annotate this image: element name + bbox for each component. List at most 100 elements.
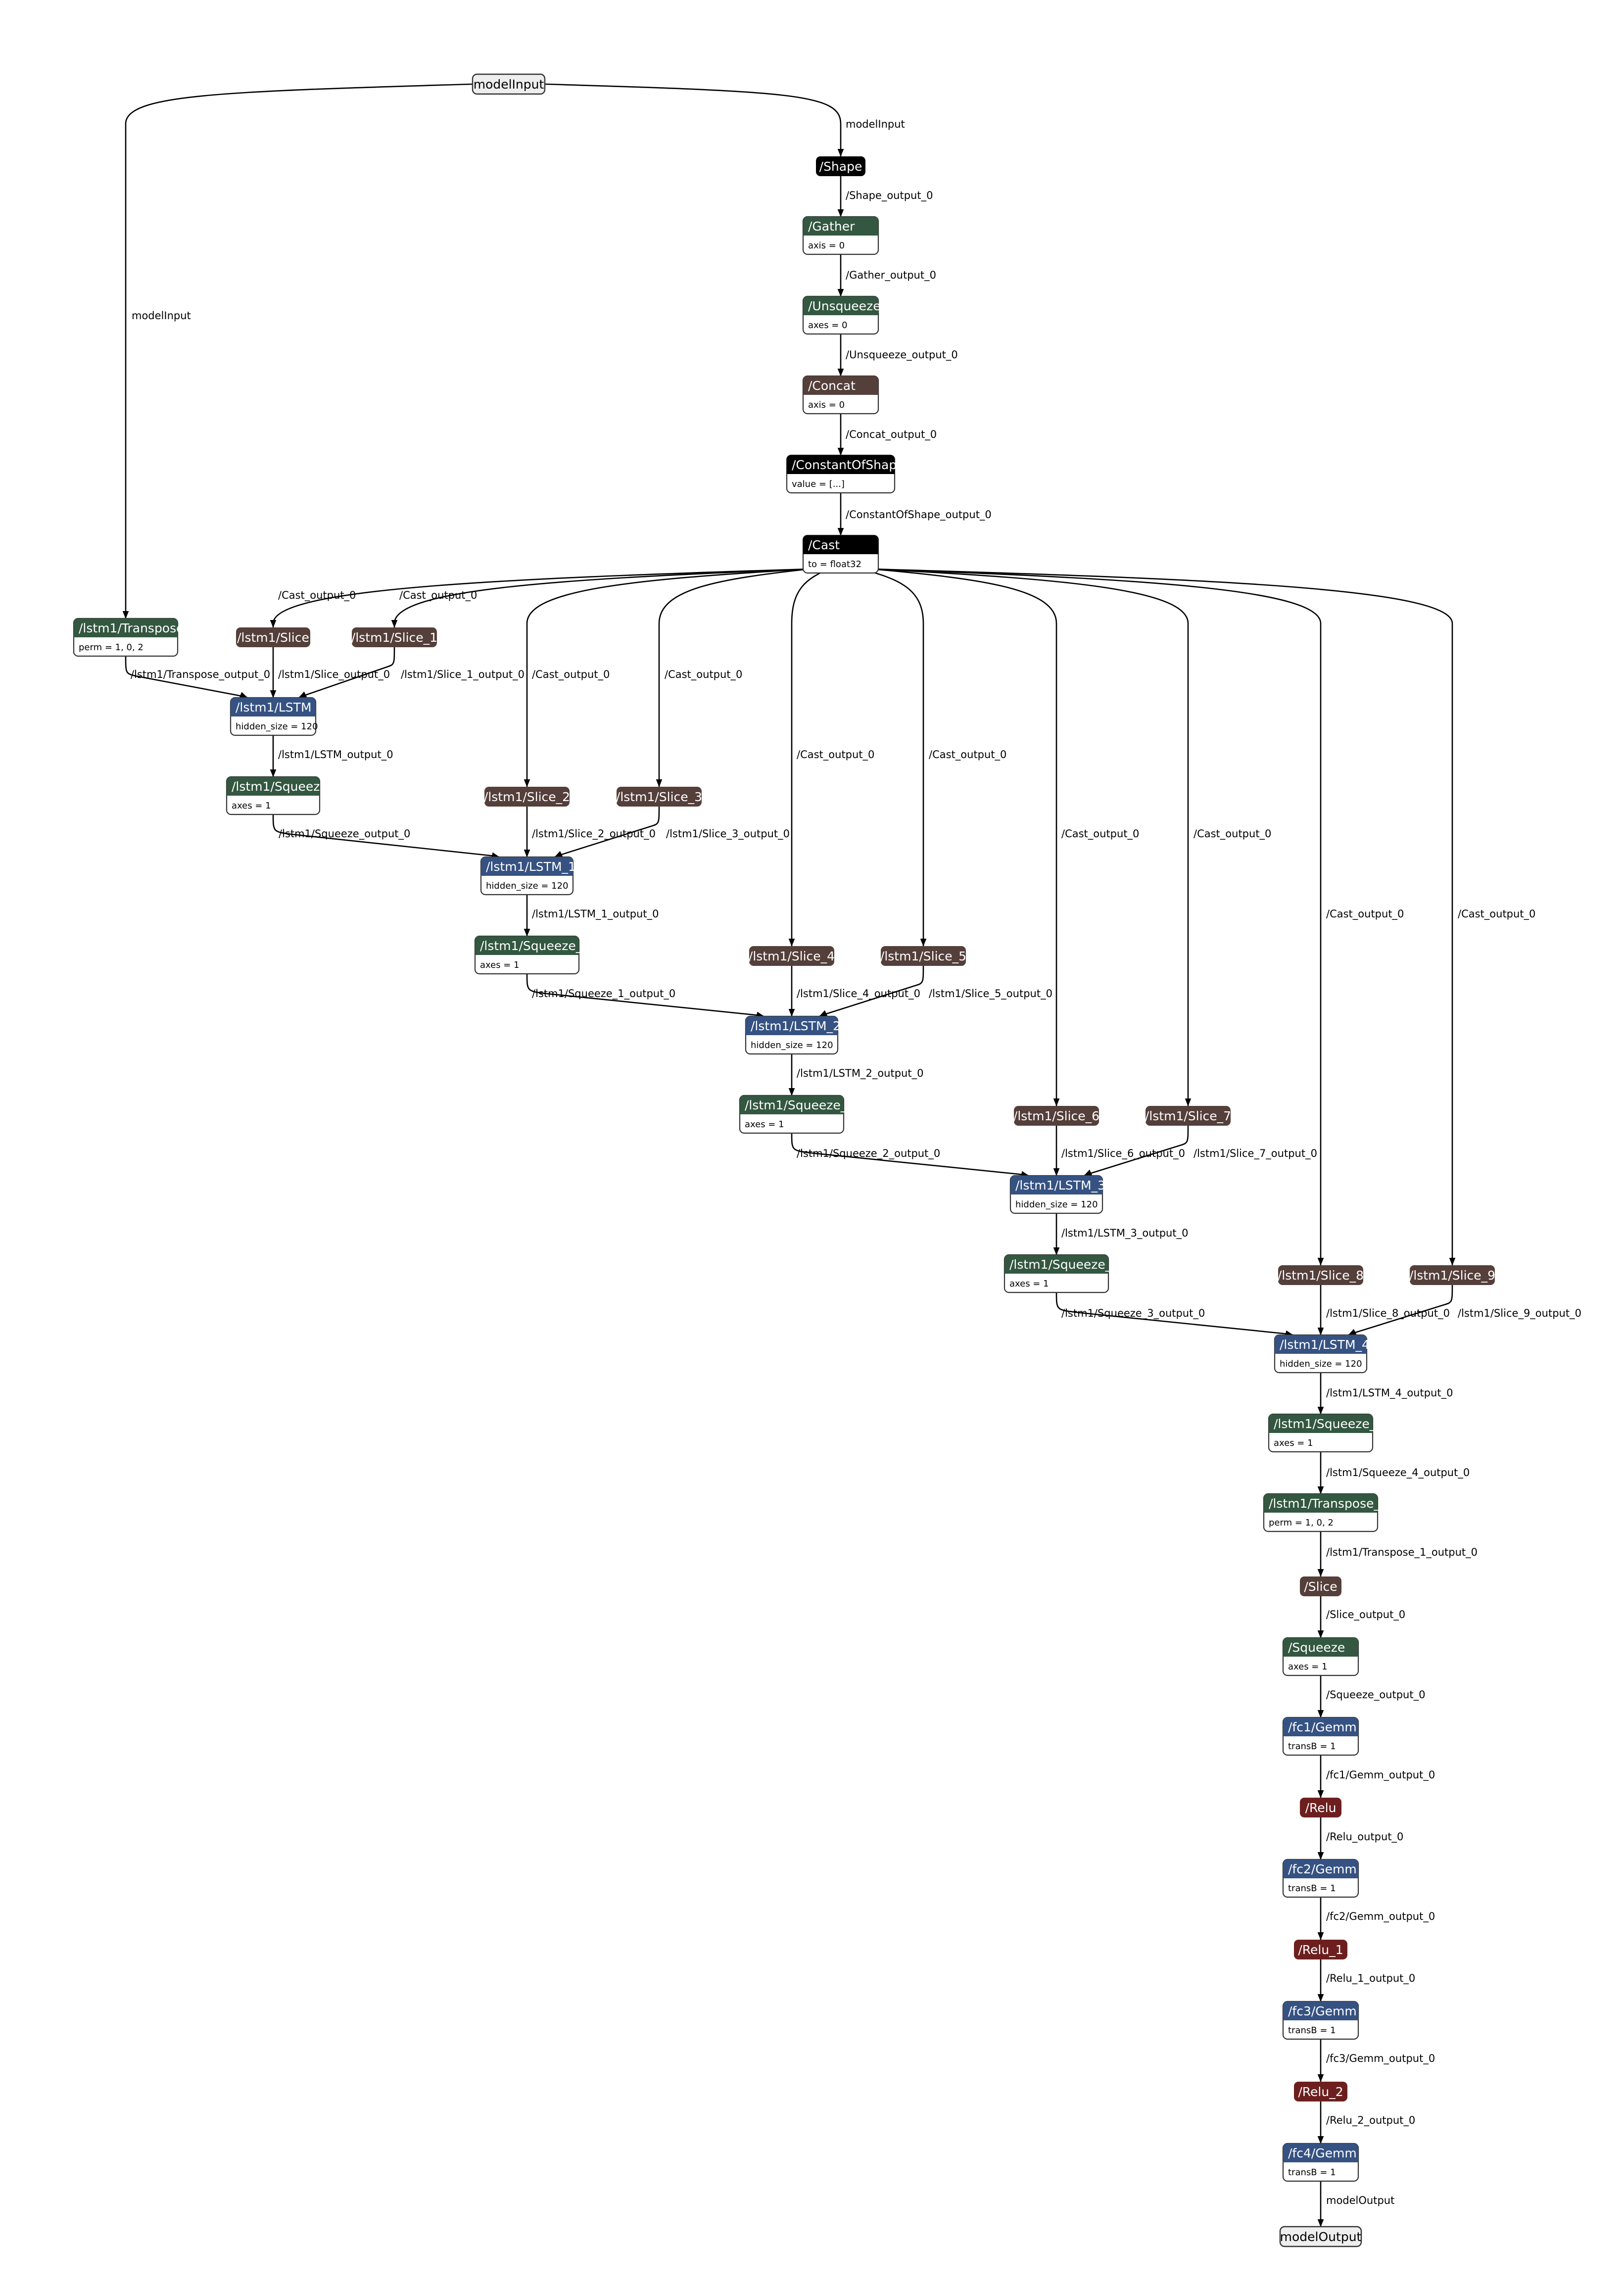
edge-label-modelInput-to-transpose: modelInput (132, 310, 191, 322)
edge-label-squeeze4-to-transpose1: /lstm1/Squeeze_4_output_0 (1326, 1467, 1470, 1479)
node-fc2-header (1283, 1860, 1358, 1878)
edge-label-slice8-to-lstm4: /lstm1/Slice_8_output_0 (1326, 1307, 1450, 1320)
edge-label-sliceF-to-squeezeF: /Slice_output_0 (1326, 1609, 1405, 1621)
edge-label-cast-to-slice: /Cast_output_0 (278, 589, 356, 602)
edge-label-fc3-to-relu2: /fc3/Gemm_output_0 (1326, 2052, 1435, 2065)
node-sliceF[interactable]: /Slice (1300, 1576, 1341, 1596)
edge-squeeze-to-lstm1 (272, 814, 500, 859)
edge-label-layer: modelInputmodelInput/Shape_output_0/Gath… (131, 118, 1581, 2206)
node-lstm2-header (746, 1016, 838, 1035)
edge-cast-to-slice3 (656, 568, 810, 787)
edge-modelInput-to-transpose (122, 83, 473, 619)
node-fc2-title: /fc2/Gemm (1288, 1862, 1357, 1876)
node-fc3-header (1283, 2002, 1358, 2020)
node-fc4-header (1283, 2144, 1358, 2162)
edge-label-slice3-to-lstm1: /lstm1/Slice_3_output_0 (666, 828, 790, 840)
node-relu1-box (1294, 1940, 1347, 1959)
edge-slice7-to-lstm3 (1084, 1125, 1189, 1177)
edge-label-fc1-to-relu: /fc1/Gemm_output_0 (1326, 1769, 1435, 1781)
node-relu1[interactable]: /Relu_1 (1294, 1940, 1347, 1959)
edge-label-relu2-to-fc4: /Relu_2_output_0 (1326, 2114, 1415, 2127)
node-modelInput-title: modelInput (474, 77, 544, 92)
edge-label-slice-to-lstm: /lstm1/Slice_output_0 (278, 668, 390, 681)
node-concat-header (803, 376, 878, 395)
edge-label-slice1-to-lstm: /lstm1/Slice_1_output_0 (401, 668, 525, 681)
node-transpose1-attribute: perm = 1, 0, 2 (1269, 1518, 1334, 1528)
edge-label-slice7-to-lstm3: /lstm1/Slice_7_output_0 (1194, 1147, 1317, 1160)
node-relu2[interactable]: /Relu_2 (1294, 2082, 1347, 2101)
edge-label-relu1-to-fc3: /Relu_1_output_0 (1326, 1972, 1415, 1985)
node-constofshape-title: /ConstantOfShape (792, 458, 905, 472)
node-slice8[interactable]: /lstm1/Slice_8 (1278, 1265, 1364, 1285)
node-lstm1-attribute: hidden_size = 120 (486, 881, 569, 891)
edge-squeeze3-to-lstm4 (1055, 1292, 1293, 1337)
node-squeeze4-header (1269, 1414, 1373, 1433)
node-fc1-header (1283, 1718, 1358, 1736)
edge-label-cast-to-slice4: /Cast_output_0 (797, 749, 874, 761)
node-constofshape[interactable]: /ConstantOfShape value = [...] (786, 454, 905, 494)
edge-slice9-to-lstm4 (1348, 1285, 1453, 1336)
node-modelOutput[interactable]: modelOutput (1279, 2226, 1362, 2247)
node-fc1-attribute: transB = 1 (1288, 1741, 1336, 1752)
edge-label-slice2-to-lstm1: /lstm1/Slice_2_output_0 (532, 828, 656, 840)
edge-label-squeeze3-to-lstm4: /lstm1/Squeeze_3_output_0 (1061, 1307, 1205, 1320)
edge-transpose-to-lstm (125, 656, 248, 699)
node-lstm2-title: /lstm1/LSTM_2 (751, 1019, 841, 1033)
node-slice6[interactable]: /lstm1/Slice_6 (1013, 1106, 1099, 1126)
node-squeeze-header (227, 777, 320, 796)
node-shape[interactable]: /Shape (816, 156, 865, 176)
edge-cast-to-slice2 (524, 568, 810, 787)
node-relu-box (1300, 1798, 1341, 1817)
edge-label-squeeze-to-lstm1: /lstm1/Squeeze_output_0 (279, 828, 410, 840)
edge-label-cast-to-slice3: /Cast_output_0 (665, 668, 742, 681)
node-slice3[interactable]: /lstm1/Slice_3 (616, 787, 702, 807)
node-shape-box (816, 156, 865, 176)
node-slice1[interactable]: /lstm1/Slice_1 (351, 627, 437, 647)
node-slice2[interactable]: /lstm1/Slice_2 (484, 787, 570, 807)
node-modelInput[interactable]: modelInput (472, 73, 546, 95)
node-slice9[interactable]: /lstm1/Slice_9 (1409, 1265, 1495, 1285)
edge-slice5-to-lstm2 (819, 965, 924, 1017)
node-lstm3-attribute: hidden_size = 120 (1015, 1199, 1098, 1210)
node-squeeze2-title: /lstm1/Squeeze_2 (745, 1098, 855, 1112)
node-shape-title: /Shape (819, 159, 862, 174)
edge-cast-to-slice7 (872, 568, 1192, 1106)
node-slice5[interactable]: /lstm1/Slice_5 (880, 946, 966, 966)
node-slice[interactable]: /lstm1/Slice (236, 627, 310, 647)
edge-cast-to-slice9 (872, 568, 1456, 1266)
node-relu[interactable]: /Relu (1300, 1798, 1341, 1817)
node-slice7-title: /lstm1/Slice_7 (1145, 1109, 1231, 1123)
node-modelOutput-title: modelOutput (1280, 2230, 1362, 2244)
node-concat-attribute: axis = 0 (808, 400, 845, 410)
edge-label-concat-to-constofshape: /Concat_output_0 (846, 429, 937, 441)
edge-cast-to-slice1 (391, 568, 810, 628)
node-squeeze-title: /lstm1/Squeeze (232, 779, 328, 794)
node-slice4[interactable]: /lstm1/Slice_4 (749, 946, 835, 966)
node-lstm2-attribute: hidden_size = 120 (751, 1040, 833, 1050)
node-slice7[interactable]: /lstm1/Slice_7 (1145, 1106, 1231, 1126)
edge-slice1-to-lstm (298, 647, 395, 699)
node-lstm2[interactable]: /lstm1/LSTM_2 hidden_size = 120 (745, 1015, 841, 1055)
node-constofshape-attribute: value = [...] (792, 479, 845, 489)
node-slice-box (236, 627, 310, 647)
